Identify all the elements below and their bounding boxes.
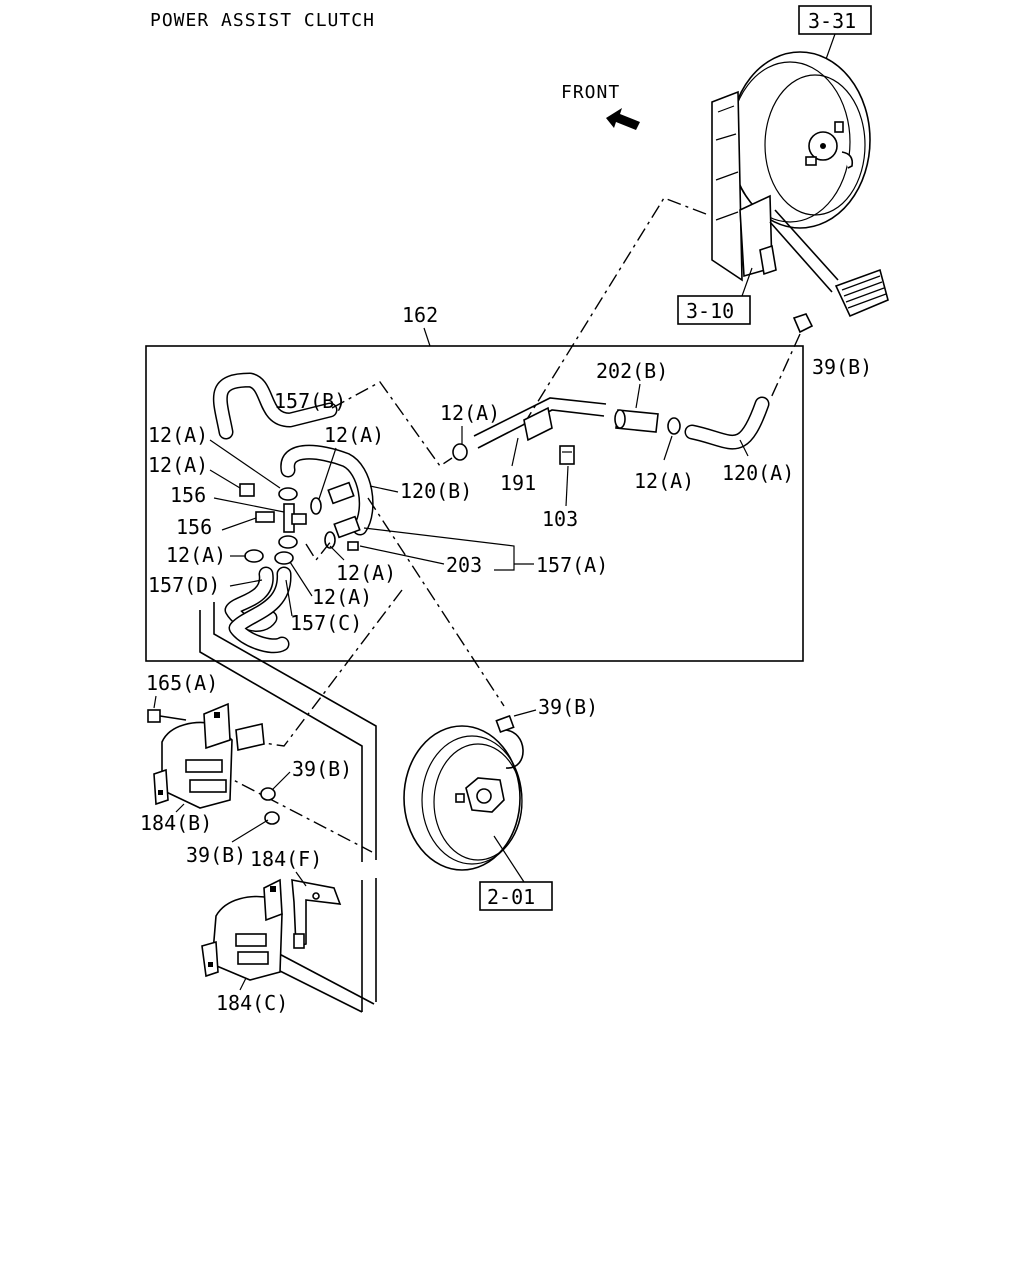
hose-157b	[212, 372, 338, 440]
label-12a-5: 12(A)	[148, 453, 208, 477]
ref-box-3-10[interactable]: 3-10	[677, 295, 751, 325]
label-39b-3: 39(B)	[186, 843, 246, 867]
ref-3-10-label: 3-10	[686, 299, 734, 323]
label-12a-7: 12(A)	[312, 585, 372, 609]
hose-202b	[614, 409, 659, 433]
bolt-103	[559, 445, 575, 465]
label-184b: 184(B)	[140, 811, 212, 835]
bolt-165a	[147, 709, 187, 723]
label-157b: 157(B)	[274, 389, 346, 413]
clip-12a-right	[667, 417, 681, 435]
vacuum-booster	[403, 714, 524, 871]
label-103: 103	[542, 507, 578, 531]
hose-157d	[224, 566, 278, 632]
label-12a-6: 12(A)	[166, 543, 226, 567]
front-label: FRONT	[561, 82, 620, 103]
label-157c: 157(C)	[290, 611, 362, 635]
bracket-184f	[291, 879, 342, 949]
label-157d: 157(D)	[148, 573, 220, 597]
label-156-1: 156	[170, 483, 206, 507]
hose-120b	[280, 444, 374, 536]
front-arrow-icon	[606, 108, 640, 130]
label-12a-3: 12(A)	[324, 423, 384, 447]
ref-3-31-label: 3-31	[808, 9, 856, 33]
label-120a: 120(A)	[722, 461, 794, 485]
label-12a-8: 12(A)	[336, 561, 396, 585]
label-120b: 120(B)	[400, 479, 472, 503]
label-39b-4: 39(B)	[538, 695, 598, 719]
ref-box-3-31[interactable]: 3-31	[798, 5, 872, 35]
label-165a: 165(A)	[146, 671, 218, 695]
label-157a: 157(A)	[536, 553, 608, 577]
diagram-title: POWER ASSIST CLUTCH	[150, 10, 375, 31]
label-12a-2: 12(A)	[440, 401, 500, 425]
booster-pedal-assembly	[711, 51, 889, 318]
label-203: 203	[446, 553, 482, 577]
label-191: 191	[500, 471, 536, 495]
ref-2-01-label: 2-01	[487, 885, 535, 909]
label-156-2: 156	[176, 515, 212, 539]
label-184f: 184(F)	[250, 847, 322, 871]
label-184c: 184(C)	[216, 991, 288, 1015]
ref-box-2-01[interactable]: 2-01	[479, 881, 553, 911]
slave-cylinder-184b	[153, 702, 265, 809]
joint-fittings	[239, 481, 361, 565]
label-39b-1: 39(B)	[812, 355, 872, 379]
pipe-191	[473, 397, 607, 449]
label-162: 162	[402, 303, 438, 327]
hose-120a	[684, 396, 770, 450]
clip-12a-pipe	[452, 443, 468, 461]
label-202b: 202(B)	[596, 359, 668, 383]
label-12a-4: 12(A)	[148, 423, 208, 447]
hose-157c	[228, 566, 292, 654]
bleeder-39b-top	[792, 313, 814, 334]
label-12a-1: 12(A)	[634, 469, 694, 493]
bleeder-39b-mid	[260, 787, 280, 825]
label-39b-2: 39(B)	[292, 757, 352, 781]
slave-cylinder-184c	[201, 878, 283, 981]
